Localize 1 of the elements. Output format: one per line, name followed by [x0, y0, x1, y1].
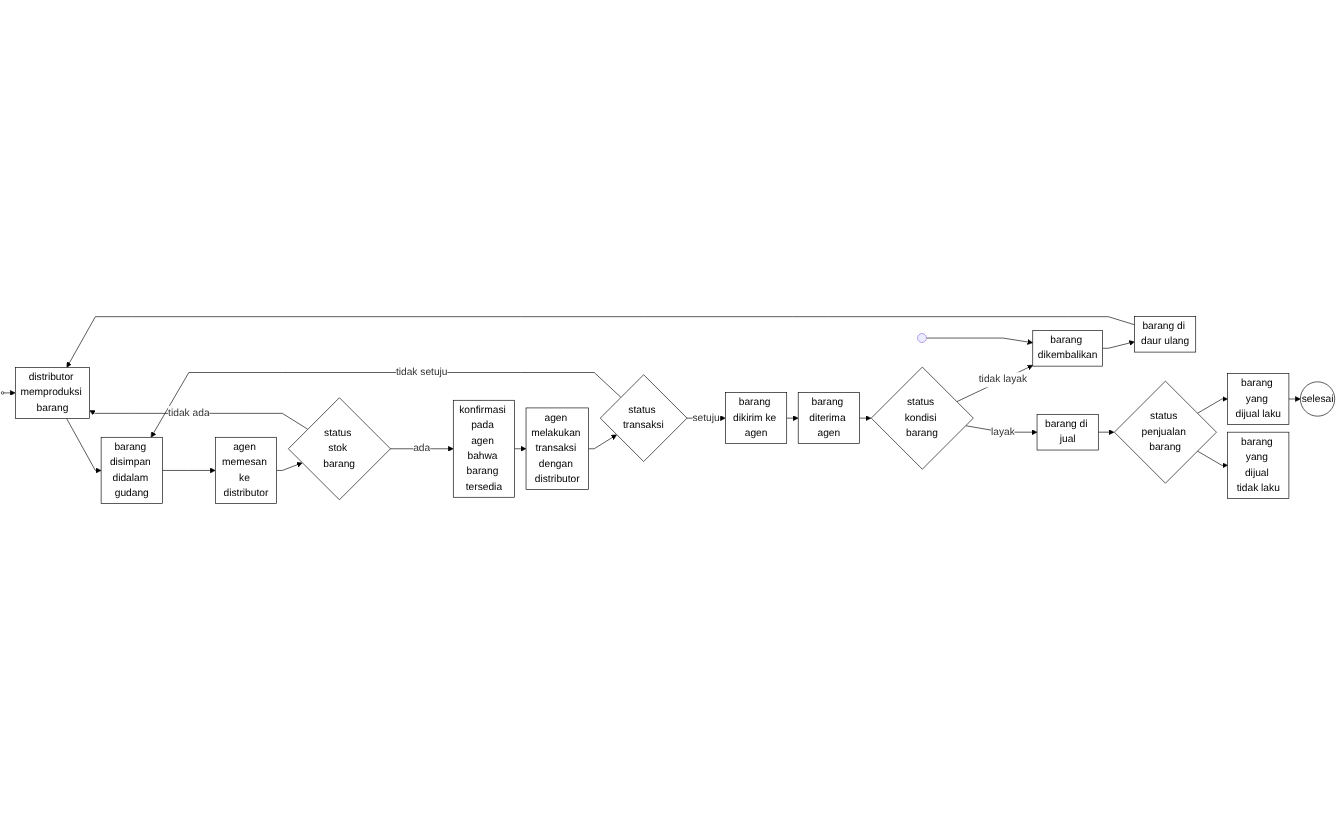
node-circle — [0, 391, 5, 395]
